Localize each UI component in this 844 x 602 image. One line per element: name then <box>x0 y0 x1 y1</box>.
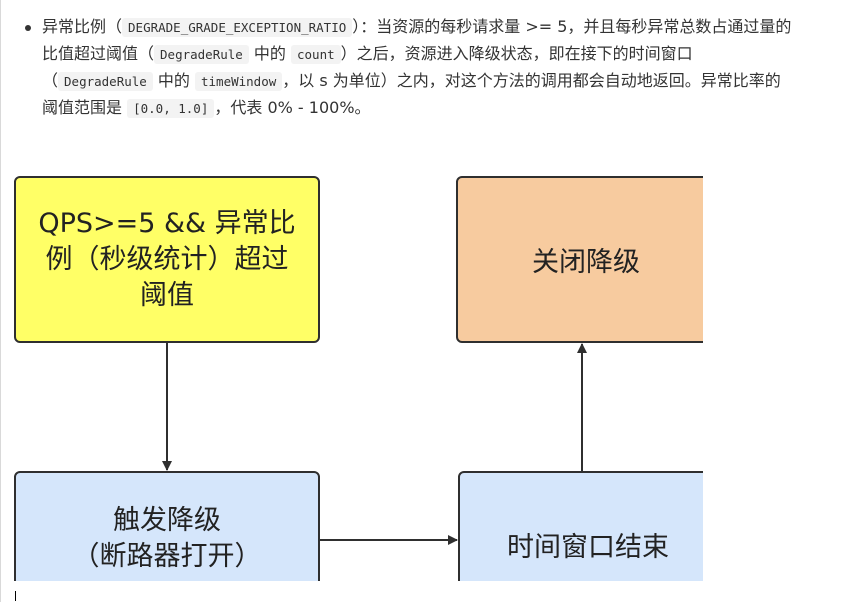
node-label-line: 阈值 <box>140 279 194 311</box>
bullet-list: 异常比例（DEGRADE_GRADE_EXCEPTION_RATIO）：当资源的… <box>22 14 792 122</box>
bullet-dot <box>25 25 31 31</box>
node-label-line: 例（秒级统计）超过 <box>45 243 289 275</box>
code-time-window: timeWindow <box>195 72 283 91</box>
text-segment: 异常比例（ <box>42 17 123 36</box>
code-threshold-range: [0.0, 1.0] <box>127 99 215 118</box>
code-degrade-rule: DegradeRule <box>154 45 249 64</box>
node-time-window-end: 时间窗口结束 <box>458 471 703 581</box>
node-label-line: （断路器打开） <box>72 541 262 572</box>
code-exception-ratio: DEGRADE_GRADE_EXCEPTION_RATIO <box>122 18 353 37</box>
left-border <box>0 0 1 602</box>
text-segment: ）之后，资源进入降级状态，即在接下的时间窗口（ <box>42 44 693 90</box>
node-label-line: 触发降级 <box>113 505 221 536</box>
node-trigger-degrade: 触发降级 （断路器打开） <box>14 471 320 581</box>
text-segment: ，以 s 为单位）之内，对这个方法的调用都会自动地返回。异常比率的阈值范围是 <box>42 71 781 117</box>
node-exception-condition: QPS>=5 && 异常比 例（秒级统计）超过 阈值 <box>14 176 320 343</box>
node-label: 关闭降级 <box>532 247 640 278</box>
node-label: 时间窗口结束 <box>507 532 669 563</box>
text-segment: ）：当资源的每秒请求量 >= 5，并且每秒异常总数占通过量的比值超过阈值（ <box>42 17 792 63</box>
code-count: count <box>291 45 341 64</box>
state-diagram: QPS>=5 && 异常比 例（秒级统计）超过 阈值 关闭降级 触发降级 （断路… <box>0 166 703 581</box>
node-label-line: QPS>=5 && 异常比 <box>38 207 296 239</box>
code-degrade-rule-2: DegradeRule <box>58 72 153 91</box>
text-segment: 中的 <box>248 44 291 63</box>
node-close-degrade: 关闭降级 <box>456 176 703 343</box>
text-segment: ，代表 0% - 100%。 <box>214 98 371 117</box>
bullet-item-exception-ratio: 异常比例（DEGRADE_GRADE_EXCEPTION_RATIO）：当资源的… <box>22 14 792 122</box>
diagram-arrows <box>162 343 587 545</box>
text-segment: 中的 <box>152 71 195 90</box>
text-cursor <box>15 591 16 601</box>
